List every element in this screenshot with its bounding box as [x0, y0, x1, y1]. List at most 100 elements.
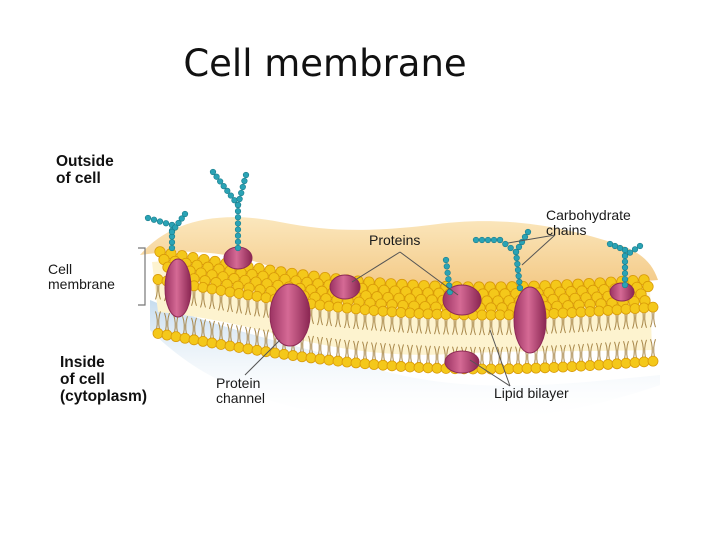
carbohydrate-bead: [220, 183, 227, 190]
carbohydrate-bead: [172, 224, 179, 231]
lipid-tail: [650, 338, 656, 358]
carbohydrate-bead: [514, 266, 522, 274]
carbohydrate-bead: [178, 215, 185, 222]
lipid-tail: [182, 316, 188, 335]
lipid-tail: [425, 345, 431, 364]
phospholipid-head: [395, 307, 407, 318]
carbohydrate-bead: [168, 228, 176, 236]
phospholipid-head: [368, 359, 380, 370]
carbohydrate-bead: [144, 214, 152, 222]
carbohydrate-bead: [175, 219, 182, 227]
phospholipid-head: [386, 360, 398, 372]
carbohydrate-bead: [234, 214, 242, 221]
carbohydrate-bead: [156, 218, 164, 225]
lipid-tail: [551, 345, 557, 364]
carbohydrate-bead: [621, 264, 629, 271]
carbohydrate-bead: [444, 269, 451, 276]
carbohydrate-bead: [209, 168, 217, 176]
phospholipid-head: [350, 303, 362, 315]
lipid-tail: [641, 339, 647, 358]
membrane-proteins: [164, 246, 635, 374]
lipid-tail: [245, 326, 251, 345]
phospholipid-head: [314, 353, 326, 365]
phospholipid-head: [260, 346, 272, 358]
lipid-tail: [569, 344, 575, 363]
phospholipid-head: [233, 288, 245, 299]
phospholipid-head: [395, 361, 407, 372]
carbohydrate-bead: [515, 243, 523, 251]
lipid-tail: [416, 345, 422, 364]
phospholipid-head: [242, 289, 254, 301]
carbohydrate-bead: [238, 189, 245, 197]
carbohydrate-bead: [621, 258, 629, 265]
phospholipid-head: [170, 331, 182, 343]
phospholipid-head: [377, 359, 389, 371]
lipid-tail: [506, 346, 512, 365]
carbohydrate-bead: [502, 240, 509, 248]
carbohydrate-bead: [478, 236, 486, 244]
phospholipid-head: [593, 305, 605, 317]
carbohydrate-bead: [234, 220, 242, 227]
carbohydrate-bead: [513, 254, 520, 262]
phospholipid-head: [404, 307, 416, 319]
membrane-bracket: [138, 247, 146, 306]
phospholipid-head: [179, 332, 191, 344]
carbohydrate-bead: [515, 272, 522, 280]
label-lipid-bilayer: Lipid bilayer: [494, 385, 569, 401]
phospholipid-head: [584, 306, 596, 317]
lipid-tail: [371, 342, 377, 361]
lipid-tail: [209, 320, 215, 340]
phospholipid-head: [620, 303, 632, 315]
carbohydrate-bead: [162, 220, 170, 227]
phospholipid-head: [305, 352, 317, 364]
label-proteins: Proteins: [369, 232, 421, 248]
carbohydrate-bead: [490, 236, 498, 244]
lipid-tail: [362, 341, 368, 360]
phospholipid-head: [503, 309, 515, 321]
carbohydrate-bead: [239, 183, 246, 191]
carbohydrate-bead: [521, 233, 529, 241]
lipid-tail: [623, 340, 629, 360]
carbohydrate-bead: [621, 276, 629, 283]
carbohydrate-chain: [606, 240, 629, 289]
carbohydrate-bead: [168, 239, 176, 246]
lipid-tail: [317, 336, 323, 356]
lipid-tail: [560, 344, 566, 364]
phospholipid-head: [215, 285, 227, 296]
lipid-tail: [155, 311, 161, 330]
phospholipid-head: [215, 339, 227, 350]
protein: [269, 283, 311, 347]
phospholipid-head: [188, 334, 200, 346]
phospholipid-head: [611, 358, 623, 370]
phospholipid-head: [629, 303, 641, 314]
phospholipid-head: [233, 342, 245, 353]
lipid-tail: [542, 345, 548, 364]
phospholipid-head: [332, 301, 344, 313]
phospholipid-head: [413, 308, 425, 319]
phospholipid-head: [638, 356, 650, 368]
phospholipid-head: [557, 361, 569, 373]
lipid-tail: [389, 343, 395, 362]
lipid-tail: [308, 335, 314, 355]
carbohydrate-bead: [621, 252, 629, 260]
phospholipid-head: [251, 290, 263, 302]
phospholipid-head: [642, 280, 654, 293]
phospholipid-head: [152, 274, 164, 285]
phospholipid-head: [548, 362, 560, 373]
phospholipid-head: [602, 305, 614, 316]
carbohydrate-bead: [181, 210, 189, 218]
carbohydrate-bead: [213, 173, 220, 180]
phospholipid-head: [359, 358, 371, 370]
phospholipid-head: [548, 308, 560, 319]
phospholipid-head: [197, 335, 209, 347]
carbohydrate-bead: [234, 208, 242, 215]
carbohydrate-bead: [442, 256, 450, 264]
phospholipid-head: [314, 299, 326, 311]
phospholipid-head: [206, 337, 218, 349]
phospholipid-head: [431, 308, 443, 320]
lipid-tail: [407, 344, 413, 364]
